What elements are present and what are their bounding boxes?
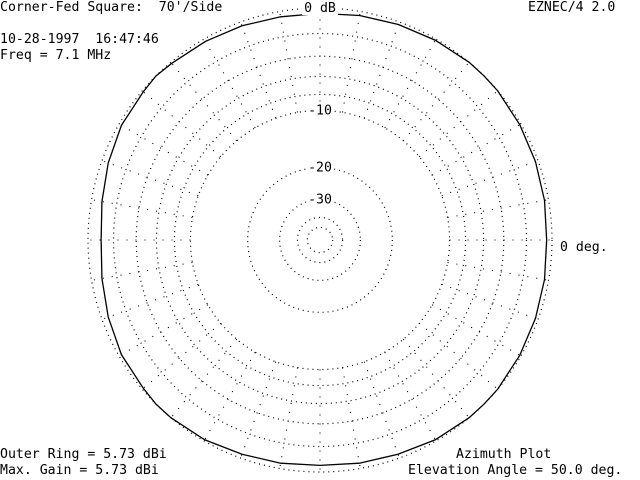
- spoke-250: [240, 361, 277, 459]
- ring-label-bg-1: [306, 102, 334, 118]
- elevation-angle: Elevation Angle = 50.0 deg.: [408, 463, 623, 478]
- spoke-30: [431, 123, 522, 176]
- spoke-350: [447, 261, 549, 281]
- spoke-40: [418, 90, 499, 158]
- spoke-220: [141, 322, 222, 390]
- spoke-120: [203, 38, 256, 129]
- spoke-170: [91, 199, 193, 219]
- ring-3: [155, 75, 485, 405]
- spoke-110: [240, 21, 277, 119]
- ring-1: [112, 32, 528, 448]
- ring-label-2: -20: [308, 161, 332, 176]
- spoke-60: [384, 38, 437, 129]
- spoke-310: [402, 338, 470, 419]
- ring-6: [247, 167, 393, 313]
- spoke-290: [363, 361, 400, 459]
- ring-4: [173, 93, 467, 387]
- spoke-150: [118, 123, 209, 176]
- plot-spokes: [88, 8, 552, 472]
- ring-label-bg-0: [302, 0, 338, 15]
- spoke-210: [118, 304, 209, 357]
- plot-title: Corner-Fed Square: 70'/Side: [0, 0, 223, 15]
- spoke-100: [279, 11, 299, 113]
- spoke-130: [170, 61, 238, 142]
- ring-9: [306, 226, 334, 254]
- spoke-200: [101, 283, 199, 320]
- date-time: 10-28-1997 16:47:46: [0, 32, 159, 47]
- angle-label: 0 deg.: [560, 240, 608, 255]
- spoke-240: [203, 351, 256, 442]
- spoke-230: [170, 338, 238, 419]
- program-version: EZNEC/4 2.0: [528, 0, 616, 15]
- ring-label-1: -10: [308, 103, 332, 118]
- ring-label-3: -30: [308, 193, 332, 208]
- spoke-140: [141, 90, 222, 158]
- spoke-70: [363, 21, 400, 119]
- ring-label-bg-3: [306, 191, 334, 207]
- ring-labels: 0 dB -10 -20 -30: [302, 0, 338, 208]
- spoke-50: [402, 61, 470, 142]
- spoke-80: [341, 11, 361, 113]
- spoke-320: [418, 322, 499, 390]
- spoke-280: [341, 367, 361, 469]
- spoke-340: [441, 283, 539, 320]
- spoke-160: [101, 160, 199, 197]
- ring-0: [87, 7, 553, 473]
- ring-label-bg-2: [306, 159, 334, 175]
- spoke-10: [447, 199, 549, 219]
- radiation-pattern-line: [100, 12, 548, 466]
- ring-label-0: 0 dB: [304, 1, 336, 16]
- frequency: Freq = 7.1 MHz: [0, 48, 112, 63]
- ring-7: [279, 199, 362, 282]
- spoke-300: [384, 351, 437, 442]
- ring-8: [296, 216, 344, 264]
- max-gain-value: Max. Gain = 5.73 dBi: [0, 463, 159, 478]
- plot-type: Azimuth Plot: [456, 447, 552, 462]
- ring-5: [189, 109, 451, 371]
- plot-rings: [87, 7, 553, 473]
- outer-ring-value: Outer Ring = 5.73 dBi: [0, 447, 167, 462]
- spoke-20: [441, 160, 539, 197]
- spoke-330: [431, 304, 522, 357]
